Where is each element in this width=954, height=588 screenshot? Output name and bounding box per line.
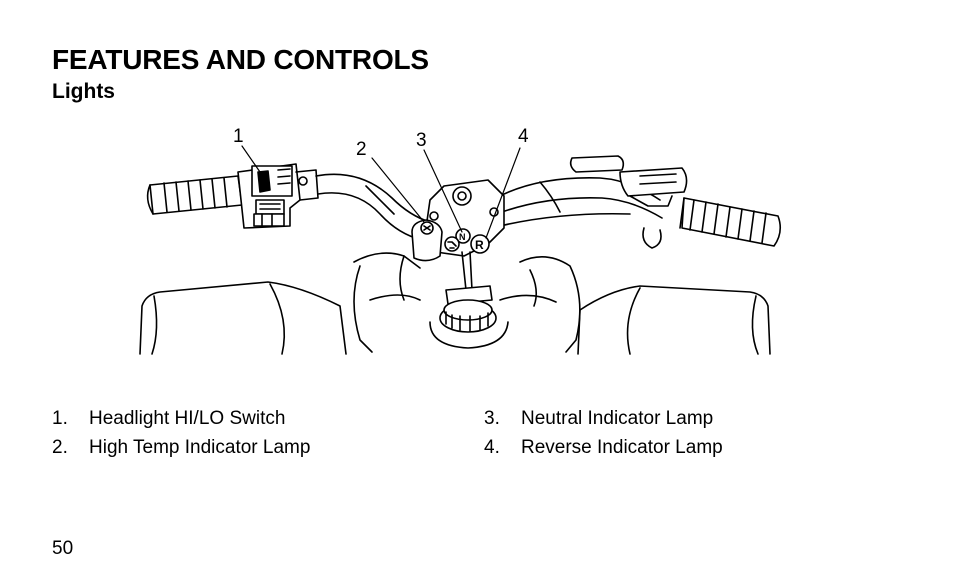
callout-leaders [241,145,521,239]
reverse-letter: R [475,238,484,252]
handlebar-tube-left [315,173,431,241]
headlight-switch-housing [237,163,319,229]
callout-2: 2 [356,139,367,160]
legend-number: 3. [484,408,500,429]
legend-number: 1. [52,408,68,429]
indicator-panel [425,179,505,257]
right-grip [679,197,782,247]
ignition-key [445,251,493,305]
front-fenders [139,281,771,355]
legend-number: 2. [52,437,68,458]
callout-4: 4 [518,126,529,147]
legend-text: Neutral Indicator Lamp [521,408,714,429]
legend-text: Headlight HI/LO Switch [89,408,286,429]
legend-number: 4. [484,437,500,458]
fuel-cap [429,299,509,349]
legend-text: Reverse Indicator Lamp [521,437,723,458]
left-grip [146,175,243,215]
fuel-tank [353,252,581,353]
page-number: 50 [52,538,74,559]
callout-1: 1 [233,126,244,147]
brake-reservoir [569,155,688,249]
neutral-letter: N [459,232,466,242]
page-title: FEATURES AND CONTROLS [52,44,429,75]
legend-text: High Temp Indicator Lamp [89,437,311,458]
callout-3: 3 [416,130,427,151]
section-subtitle: Lights [52,80,115,103]
high-temp-lamp-housing [411,219,443,262]
